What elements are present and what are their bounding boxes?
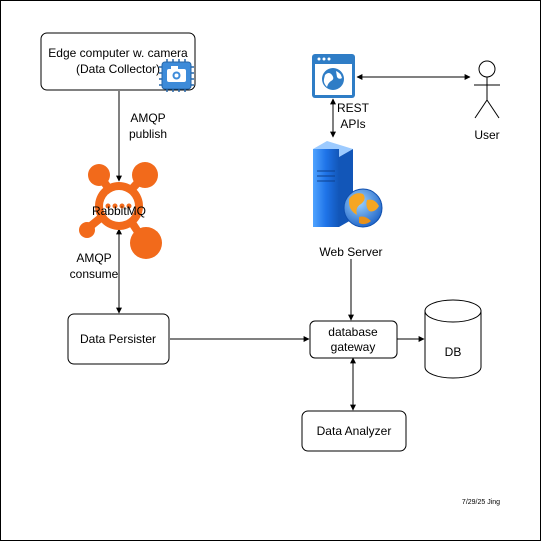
rabbitmq-icon bbox=[79, 162, 162, 259]
database-gateway-node[interactable]: database gateway bbox=[309, 320, 398, 359]
data-analyzer-node[interactable]: Data Analyzer bbox=[301, 410, 407, 452]
web-server-node[interactable]: Web Server bbox=[313, 141, 383, 259]
amqp-publish-label-2: publish bbox=[129, 127, 167, 141]
amqp-consume-label-2: consume bbox=[70, 267, 119, 281]
edge-computer-node[interactable]: Edge computer w. camera (Data Collector) bbox=[40, 32, 196, 92]
user-node[interactable]: User bbox=[474, 60, 500, 142]
db-label: DB bbox=[445, 345, 462, 359]
data-persister-label: Data Persister bbox=[80, 332, 156, 346]
rest-apis-label-2: APIs bbox=[340, 117, 365, 131]
database-cylinder-icon bbox=[424, 299, 482, 379]
signature-text: 7/29/25 Jing bbox=[462, 499, 500, 506]
browser-node[interactable] bbox=[312, 54, 355, 98]
stick-figure-icon bbox=[474, 60, 500, 119]
amqp-consume-label-1: AMQP bbox=[76, 251, 111, 265]
database-gateway-label-2: gateway bbox=[331, 340, 376, 354]
data-analyzer-label: Data Analyzer bbox=[317, 424, 392, 438]
camera-chip-icon bbox=[159, 59, 194, 92]
rabbitmq-node[interactable]: RabbitMQ bbox=[79, 162, 162, 259]
amqp-publish-label-1: AMQP bbox=[130, 111, 165, 125]
database-gateway-label-1: database bbox=[328, 325, 378, 339]
rest-apis-label-1: REST bbox=[337, 101, 370, 115]
web-server-label: Web Server bbox=[319, 245, 382, 259]
data-persister-node[interactable]: Data Persister bbox=[67, 313, 170, 365]
edge-computer-label-2: (Data Collector) bbox=[76, 62, 160, 76]
user-label: User bbox=[474, 128, 499, 142]
browser-globe-icon bbox=[312, 54, 355, 98]
edge-computer-label-1: Edge computer w. camera bbox=[48, 46, 188, 60]
db-node[interactable]: DB bbox=[424, 299, 482, 379]
web-server-icon bbox=[313, 141, 383, 228]
rabbitmq-label: RabbitMQ bbox=[92, 204, 146, 218]
